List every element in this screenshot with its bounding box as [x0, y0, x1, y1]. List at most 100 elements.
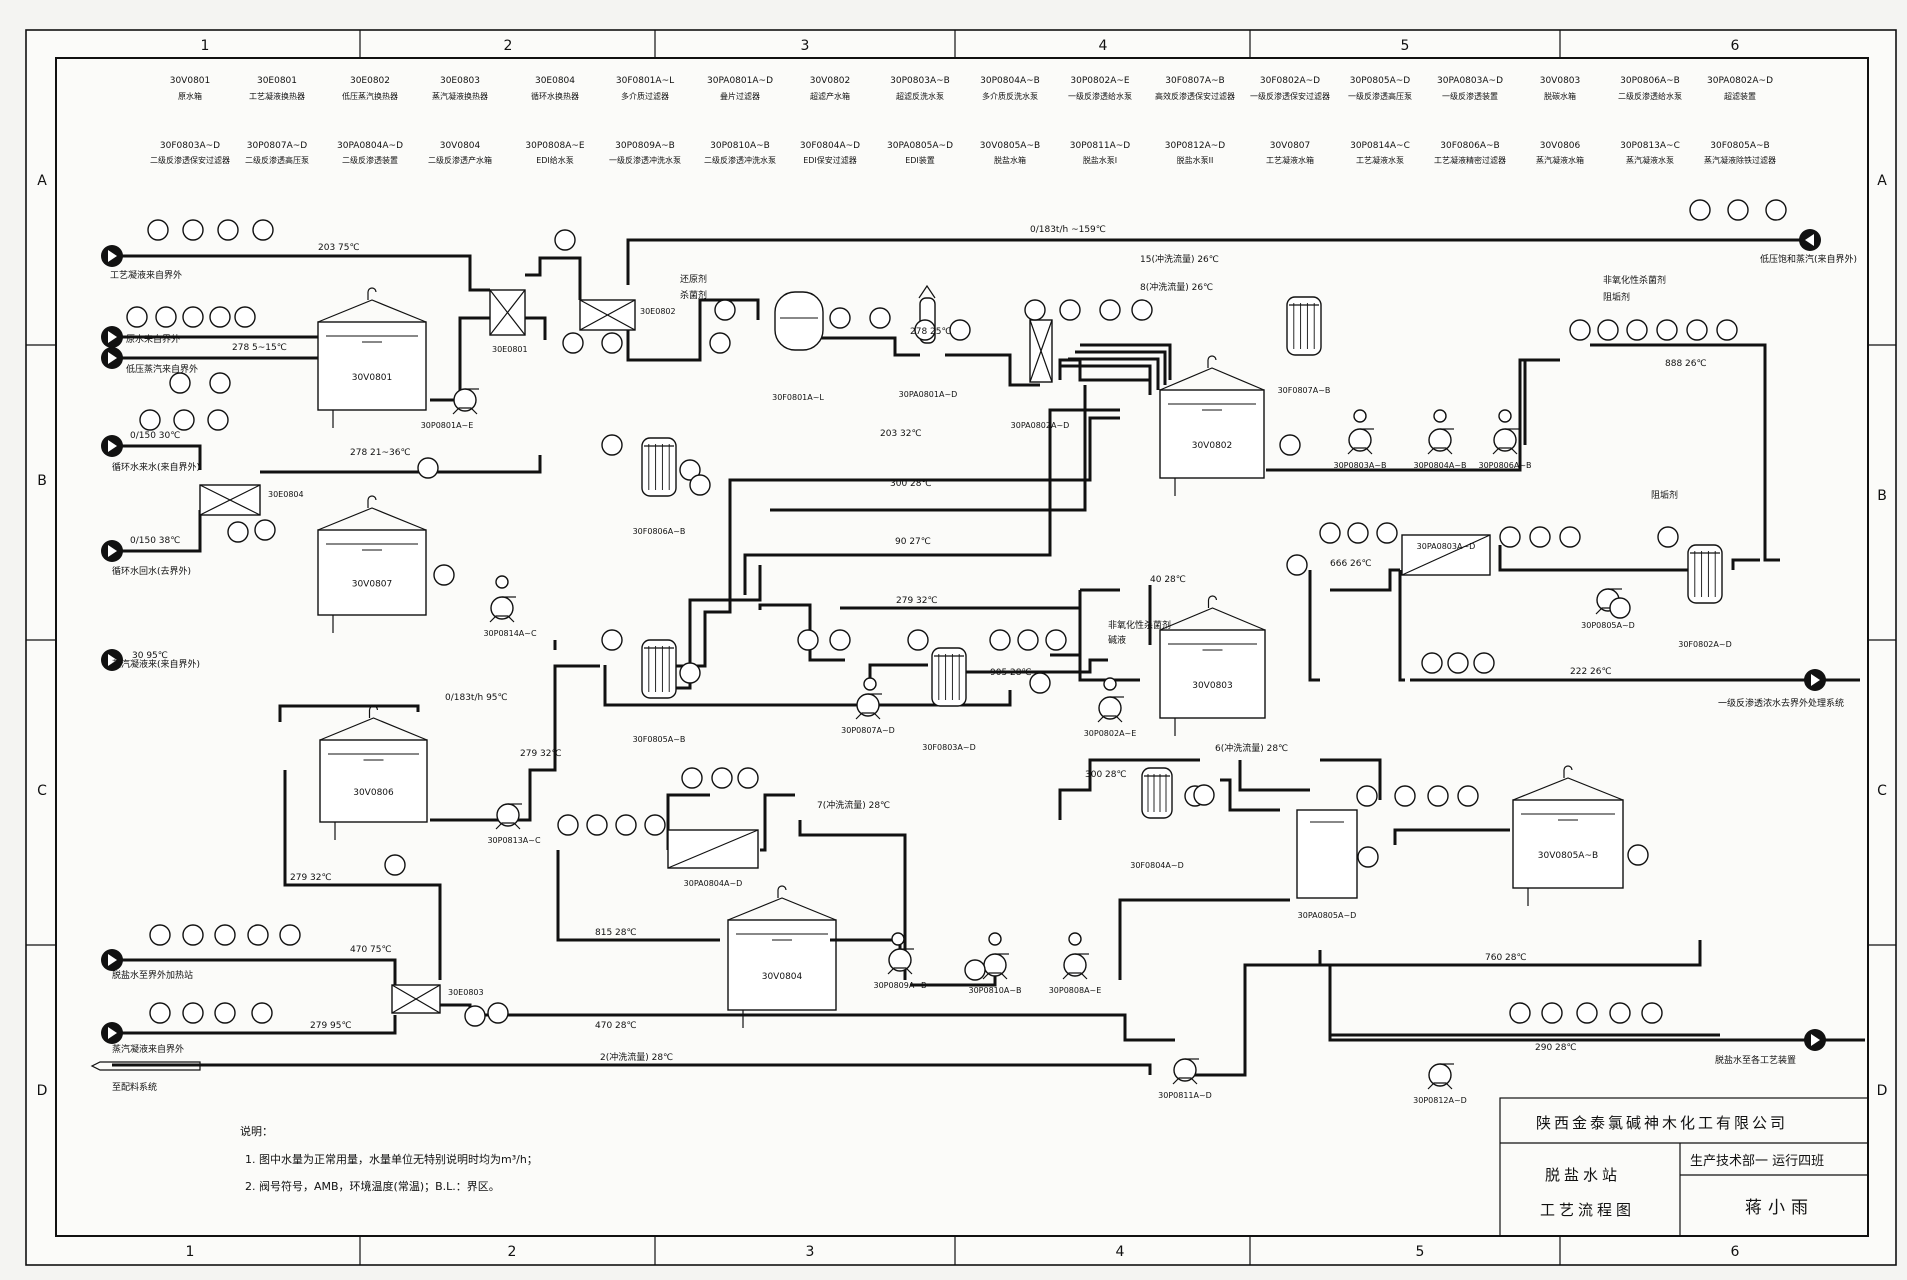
legend-tag: 30V0802 [810, 76, 851, 86]
instrument-icon [1447, 652, 1469, 674]
port-arrow [108, 545, 117, 557]
centrifugal-pump: 30P0812A~D [1413, 1063, 1467, 1105]
filter-tag: 30F0807A~B [1278, 386, 1331, 395]
boundary-label: 循环水回水(去界外) [112, 565, 191, 577]
pump-base [495, 822, 521, 830]
legend-tag: 30P0802A~E [1070, 76, 1129, 86]
legend-name: 多介质过滤器 [621, 91, 669, 101]
author: 蒋小雨 [1745, 1198, 1814, 1218]
department: 生产技术部一 运行四班 [1690, 1154, 1824, 1169]
reverse-osmosis-unit: 30PA0804A~D [667, 829, 759, 888]
notes: 说明： 1. 图中水量为正常用量，水量单位无特别说明时均为m³/h； 2. 阀号… [240, 1124, 538, 1193]
tank-hook [777, 885, 787, 898]
legend-tag: 30PA0801A~D [707, 76, 773, 86]
legend-tag: 30V0806 [1540, 141, 1581, 151]
pump-tag: 30P0808A~E [1049, 986, 1102, 995]
col-label: 1 [186, 1244, 195, 1260]
instrument-icon [601, 434, 623, 456]
legend-tag: 30P0814A~C [1350, 141, 1410, 151]
legend-tag: 30P0804A~B [980, 76, 1040, 86]
tank-tag: 30V0801 [352, 373, 393, 383]
instrument-icon [1029, 672, 1051, 694]
tank-tag: 30V0803 [1192, 681, 1233, 691]
legend-name: 工艺凝液水箱 [1266, 155, 1314, 165]
instrument-icon [709, 332, 731, 354]
instrument-icon [711, 767, 733, 789]
instrument-icon [1627, 844, 1649, 866]
filter-tag: 30F0805A~B [633, 735, 686, 744]
instrument-icon [797, 629, 819, 651]
legend-tag: 30P0806A~B [1620, 76, 1680, 86]
stream-label: 279 32℃ [896, 596, 938, 606]
exchanger-diag [579, 299, 636, 331]
tank-tag: 30V0805A~B [1538, 851, 1598, 861]
legend-tag: 30V0805A~B [980, 141, 1040, 151]
instrument-icon [433, 564, 455, 586]
instrument-icon [1193, 784, 1215, 806]
boundary-label: 低压蒸汽来自界外 [126, 363, 198, 375]
pump-tag: 30P0804A~B [1413, 461, 1466, 470]
instrument-icon [689, 474, 711, 496]
instrument-icon [1286, 554, 1308, 576]
stream-label: 0/183t/h 95℃ [445, 693, 508, 703]
instrument-icon [829, 307, 851, 329]
legend-tag: 30P0803A~B [890, 76, 950, 86]
row-label: B [37, 473, 47, 489]
motor-icon [1103, 677, 1117, 691]
legend-tag: 30F0802A~D [1260, 76, 1320, 86]
heat-exchanger: 30E0801 [489, 289, 528, 354]
exchanger-diag [391, 984, 441, 1014]
legend-tag: 30F0807A~B [1165, 76, 1224, 86]
pump-tag: 30P0809A~B [873, 981, 926, 990]
chemical-label: 碱液 [1108, 634, 1126, 646]
drawing-name: 工艺流程图 [1540, 1201, 1635, 1219]
legend-tag: 30F0804A~D [800, 141, 860, 151]
legend-name: 脱盐水箱 [994, 155, 1026, 165]
centrifugal-pump: 30P0803A~B [1333, 428, 1387, 470]
tank-body [1512, 799, 1624, 889]
company-name: 陕西金泰氯碱神木化工有限公司 [1536, 1114, 1788, 1132]
legend-tag: 30F0806A~B [1440, 141, 1499, 151]
instrument-icon [1473, 652, 1495, 674]
centrifugal-pump: 30P0806A~B [1478, 428, 1532, 470]
inlet-arrow-icon [101, 1022, 123, 1044]
tank-body [317, 529, 427, 616]
centrifugal-pump: 30P0811A~D [1158, 1058, 1212, 1100]
exchanger-tag: 30E0803 [448, 988, 484, 997]
instrument-icon [217, 219, 239, 241]
instrument-icon [417, 457, 439, 479]
tank-roof [317, 507, 427, 531]
instrument-icon [1059, 299, 1081, 321]
legend-name: 二级反渗透装置 [342, 155, 398, 165]
inlet-arrow-icon [101, 245, 123, 267]
stream-label: 278 5~15℃ [232, 343, 287, 353]
row-label: C [1877, 783, 1887, 799]
chemical-label: 杀菌剂 [680, 289, 707, 301]
stream-label: 279 32℃ [520, 749, 562, 759]
instrument-icon [1509, 1002, 1531, 1024]
instrument-icon [487, 1002, 509, 1024]
legend-name: 高效反渗透保安过滤器 [1155, 91, 1235, 101]
filter-body [1141, 767, 1173, 819]
legend-name: 二级反渗透高压泵 [245, 155, 309, 165]
legend-name: 一级反渗透高压泵 [1348, 91, 1412, 101]
exchanger-diag [489, 289, 526, 336]
instrument-icon [209, 306, 231, 328]
notes-line-2: 2. 阀号符号，AMB，环境温度(常温)；B.L.：界区。 [245, 1179, 500, 1193]
instrument-icon [1427, 785, 1449, 807]
instrument-icon [227, 521, 249, 543]
legend-name: 叠片过滤器 [720, 91, 760, 101]
stream-label: 470 28℃ [595, 1021, 637, 1031]
stream-label: 279 95℃ [310, 1021, 352, 1031]
stream-label: 7(冲洗流量) 28℃ [817, 799, 890, 811]
centrifugal-pump: 30P0802A~E [1084, 696, 1136, 738]
instrument-icon [681, 767, 703, 789]
col-label: 6 [1731, 1244, 1740, 1260]
instrument-icon [1541, 1002, 1563, 1024]
legend-tag: 30F0805A~B [1710, 141, 1769, 151]
col-label: 4 [1116, 1244, 1125, 1260]
instrument-icon [1727, 199, 1749, 221]
tank-body [1159, 629, 1266, 719]
plant-name: 脱盐水站 [1545, 1166, 1621, 1184]
stream-label: 222 26℃ [1570, 667, 1612, 677]
